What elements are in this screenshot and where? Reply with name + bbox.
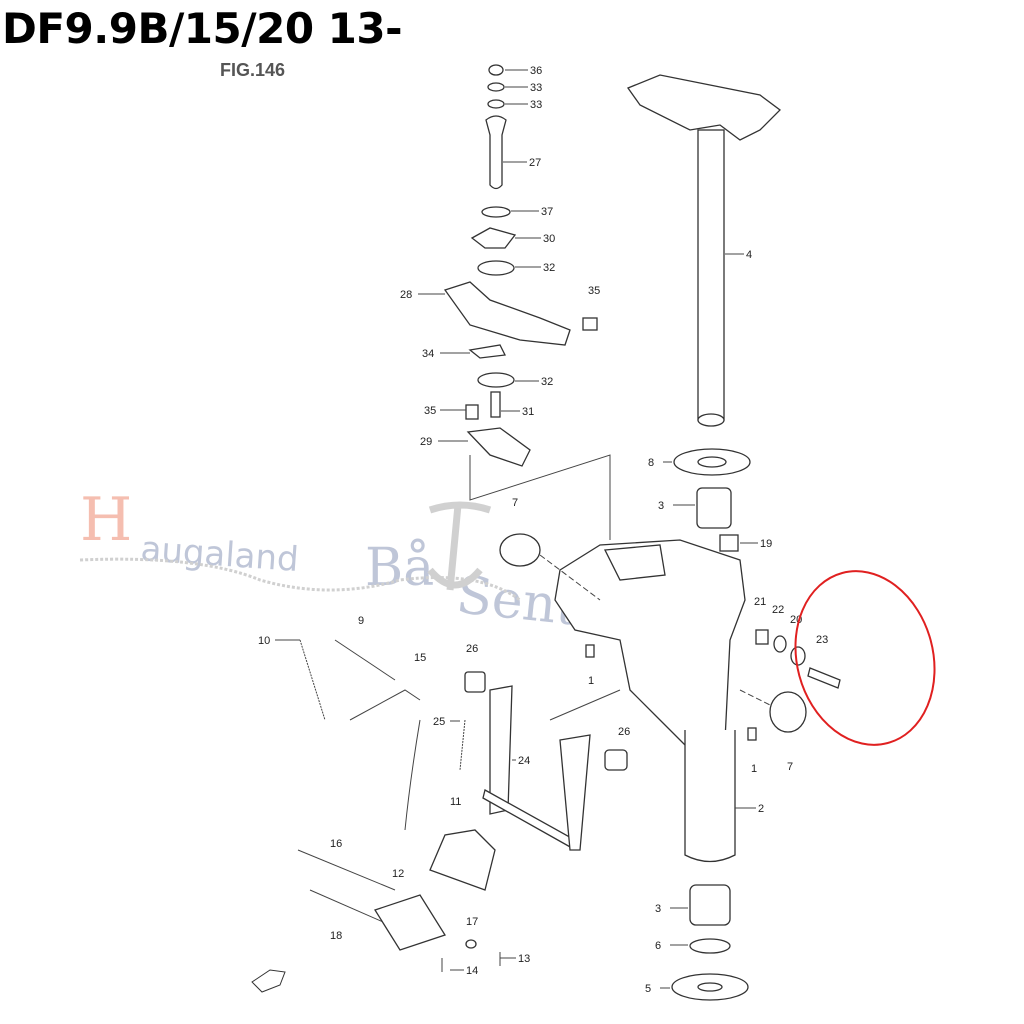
- callout-28: 28: [400, 289, 412, 301]
- callout-35: 35: [588, 285, 600, 297]
- callout-18: 18: [330, 930, 342, 942]
- callout-1: 1: [588, 675, 594, 687]
- callout-23: 23: [816, 634, 828, 646]
- highlight-circle: [794, 570, 936, 746]
- watermark-text: augaland: [139, 529, 300, 580]
- callout-36: 36: [530, 65, 542, 77]
- part-bushing-7-right: [769, 691, 807, 733]
- callout-26: 26: [618, 726, 630, 738]
- callout-12: 12: [392, 868, 404, 880]
- callout-30: 30: [543, 233, 555, 245]
- part-bushing-3-lower: [689, 884, 731, 926]
- part-bolt-23: [807, 667, 841, 689]
- callout-11: 11: [450, 796, 461, 808]
- callout-21: 21: [754, 596, 766, 608]
- part-tube-2: [684, 730, 736, 863]
- callout-25: 25: [433, 716, 445, 728]
- callout-15: 15: [414, 652, 426, 664]
- watermark-letter-h: H: [80, 485, 132, 555]
- callout-14: 14: [466, 965, 478, 977]
- part-bushing-7: [499, 533, 541, 567]
- watermark-text-baat: Bå: [365, 538, 434, 598]
- callout-5: 5: [645, 983, 651, 995]
- callout-10: 10: [258, 635, 270, 647]
- callout-24: 24: [518, 755, 530, 767]
- callout-22: 22: [772, 604, 784, 616]
- callout-3: 3: [658, 500, 664, 512]
- callout-35: 35: [424, 405, 436, 417]
- callout-27: 27: [529, 157, 541, 169]
- callout-8: 8: [648, 457, 654, 469]
- callout-31: 31: [522, 406, 534, 418]
- part-linkage-lower: [297, 639, 757, 972]
- part-21: [755, 629, 769, 645]
- page-title: DF9.9B/15/20 13-: [2, 4, 403, 53]
- part-bushing-3: [696, 487, 732, 529]
- callout-1: 1: [751, 763, 757, 775]
- part-19: [719, 534, 739, 552]
- callout-32: 32: [543, 262, 555, 274]
- callout-37: 37: [541, 206, 553, 218]
- part-20: [790, 646, 806, 666]
- figure-number: FIG.146: [220, 60, 286, 80]
- callout-32: 32: [541, 376, 553, 388]
- callout-26: 26: [466, 643, 478, 655]
- callout-6: 6: [655, 940, 661, 952]
- callout-33: 33: [530, 99, 542, 111]
- callout-7: 7: [787, 761, 793, 773]
- callout-19: 19: [760, 538, 772, 550]
- bracket-top-plate: [603, 544, 666, 581]
- part-steering-shaft: [626, 74, 781, 427]
- callout-13: 13: [518, 953, 530, 965]
- callout-3: 3: [655, 903, 661, 915]
- callout-7: 7: [512, 497, 518, 509]
- callout-34: 34: [422, 348, 434, 360]
- callout-4: 4: [746, 249, 752, 261]
- callout-17: 17: [466, 916, 478, 928]
- washer-hole: [697, 456, 727, 468]
- part-stack-upper: [443, 64, 598, 467]
- callout-16: 16: [330, 838, 342, 850]
- anchor-icon: [427, 501, 492, 591]
- part-22: [773, 635, 787, 653]
- part-washer-6: [689, 938, 731, 954]
- washer-hole: [697, 982, 723, 992]
- forward-arrow-icon: [251, 969, 286, 993]
- assembly-lines: [469, 454, 771, 721]
- callout-33: 33: [530, 82, 542, 94]
- callout-29: 29: [420, 436, 432, 448]
- callout-2: 2: [758, 803, 764, 815]
- callout-9: 9: [358, 615, 364, 627]
